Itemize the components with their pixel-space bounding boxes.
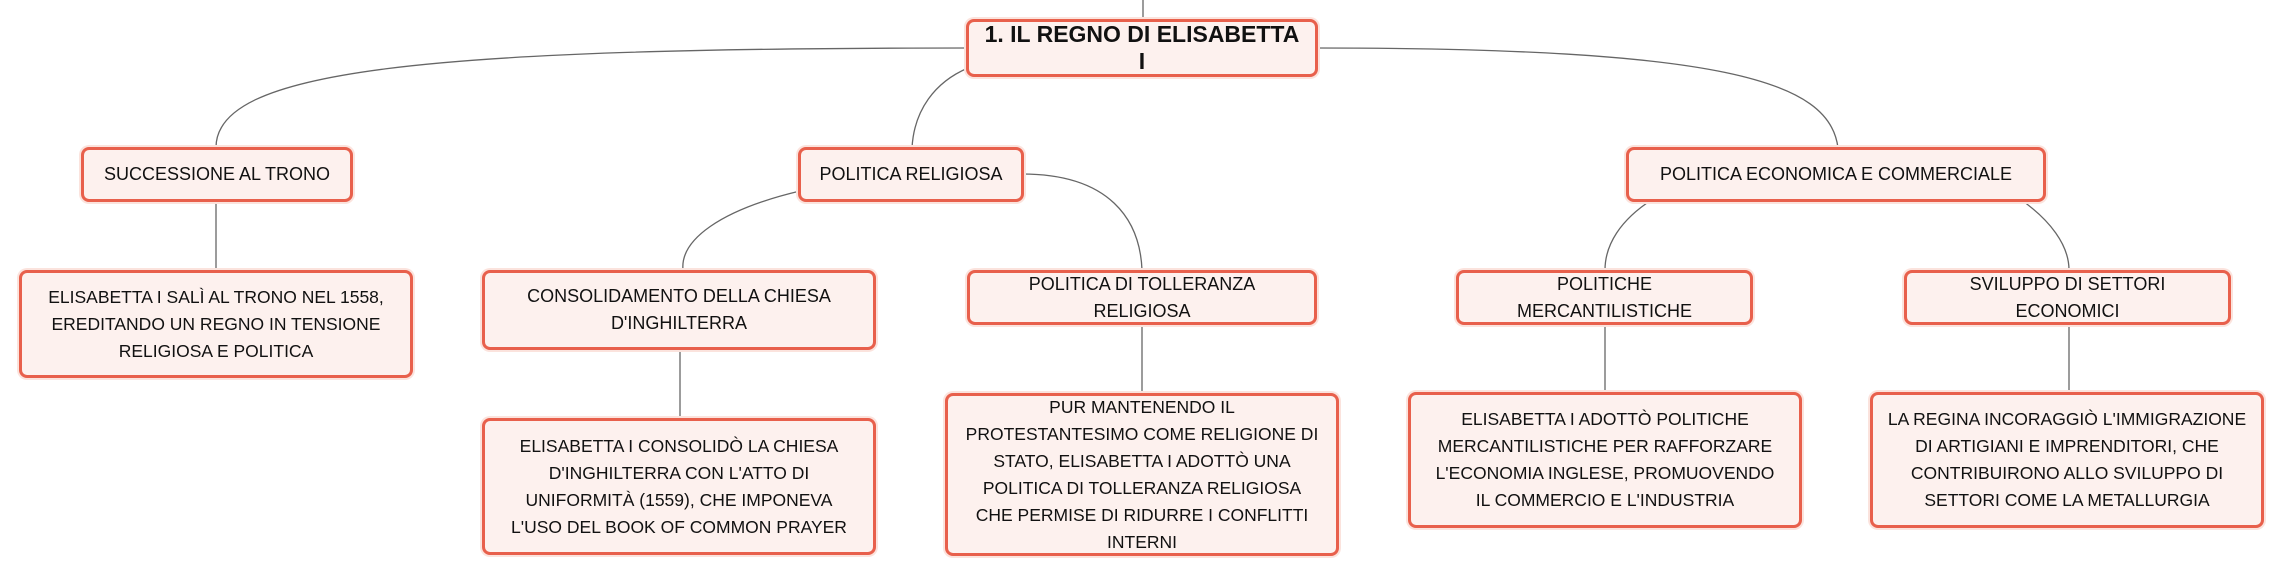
connector-line — [682, 190, 801, 271]
topic-tolleranza-religiosa[interactable]: POLITICA DI TOLLERANZA RELIGIOSA — [967, 270, 1317, 325]
detail-consolidamento-chiesa[interactable]: ELISABETTA I CONSOLIDÒ LA CHIESA D'INGHI… — [482, 418, 876, 555]
topic-consolidamento-chiesa[interactable]: CONSOLIDAMENTO DELLA CHIESA D'INGHILTERR… — [482, 270, 876, 350]
connector-line — [1314, 47, 1839, 149]
detail-politiche-mercantilistiche[interactable]: ELISABETTA I ADOTTÒ POLITICHE MERCANTILI… — [1408, 392, 1802, 528]
root-topic[interactable]: 1. IL REGNO DI ELISABETTA I — [966, 19, 1318, 77]
topic-politica-religiosa[interactable]: POLITICA RELIGIOSA — [798, 147, 1024, 202]
topic-politica-economica[interactable]: POLITICA ECONOMICA E COMMERCIALE — [1626, 147, 2046, 202]
detail-sviluppo-settori[interactable]: LA REGINA INCORAGGIÒ L'IMMIGRAZIONE DI A… — [1870, 392, 2264, 528]
topic-successione-al-trono[interactable]: SUCCESSIONE AL TRONO — [81, 147, 353, 202]
connector-line — [215, 47, 969, 149]
connector-line — [2019, 198, 2070, 271]
topic-politiche-mercantilistiche[interactable]: POLITICHE MERCANTILISTICHE — [1456, 270, 1753, 325]
topic-sviluppo-settori[interactable]: SVILUPPO DI SETTORI ECONOMICI — [1904, 270, 2231, 325]
connector-line — [1604, 198, 1654, 271]
detail-successione-al-trono[interactable]: ELISABETTA I SALÌ AL TRONO NEL 1558, ERE… — [19, 270, 413, 378]
connector-line — [1021, 173, 1143, 271]
connector-line — [911, 67, 969, 149]
detail-tolleranza-religiosa[interactable]: PUR MANTENENDO IL PROTESTANTESIMO COME R… — [945, 393, 1339, 556]
